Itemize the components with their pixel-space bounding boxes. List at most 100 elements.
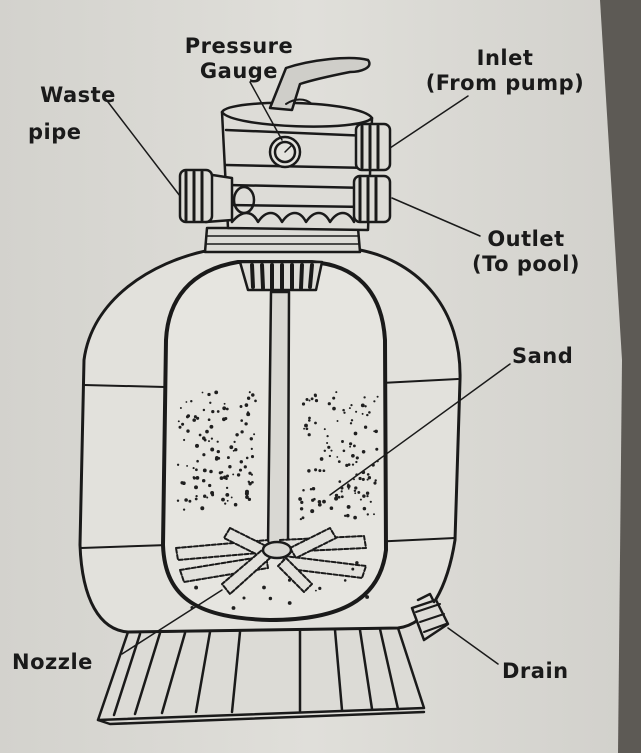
sand-grain [301,402,306,406]
sand-grain [209,424,214,429]
sand-grain [229,445,234,450]
sand-grain [210,447,215,452]
sand-grain [328,454,332,458]
sand-grain [307,433,311,437]
sand-grain [327,445,331,449]
sand-grain [216,410,220,413]
drain-plug [410,592,450,642]
sand-grain [235,433,239,437]
sand-grain [245,456,249,460]
sand-grain [357,490,361,494]
sand-grain [308,399,311,402]
sand-grain [210,437,214,440]
sand-grain [247,497,252,502]
sand-grain [343,514,347,518]
sand-grain [327,402,331,406]
sand-grain [177,420,180,423]
label-inlet-line1: Inlet [476,46,534,70]
sand-grain [361,470,366,475]
sand-grain [346,513,350,518]
sand-grain [194,497,198,501]
sand-grain [332,406,336,411]
sand-grain [305,427,309,431]
sand-grain [301,516,305,520]
sand-grain [335,391,338,394]
sand-grain [336,420,339,422]
sand-grain [228,465,232,469]
sand-grain [366,413,369,417]
sand-grain [185,415,190,419]
sand-grain [350,419,354,422]
sand-grain [194,485,198,490]
label-pressure-gauge-line2: Gauge [199,59,279,83]
sand-grain [360,403,365,408]
sand-grain [358,476,362,481]
sand-grain [239,405,243,408]
label-outlet-line1: Outlet [487,227,565,251]
sand-grain [234,448,238,452]
sand-grain [374,429,378,434]
sand-grain [185,401,188,403]
label-nozzle: Nozzle [12,650,93,674]
sand-grain [198,433,202,437]
label-drain: Drain [502,659,569,683]
sand-grain [373,481,377,485]
sand-grain [365,491,370,495]
sand-grain [353,431,358,436]
sand-grain [188,499,192,503]
sand-grain [313,497,316,501]
sand-grain [346,504,351,509]
inlet-port [354,122,392,172]
sand-grain [219,476,224,480]
sand-grain [322,499,326,504]
filter-base [96,626,426,726]
sand-grain [317,500,322,504]
sand-grain [351,463,355,466]
sand-grain [349,445,352,448]
sand-grain [376,460,379,463]
sand-grain [248,471,252,475]
label-waste-pipe: Waste pipe [26,83,130,145]
sand-grain [181,422,185,426]
sand-grain [318,586,322,591]
sand-grain [359,498,362,501]
sand-grain [299,517,303,521]
sand-grain [176,499,180,502]
sand-grain [362,506,367,511]
label-inlet-line2: (From pump) [425,71,585,95]
sand-grain [355,561,359,565]
sand-grain [302,489,305,492]
sand-grain [337,460,341,463]
sand-grain [355,410,358,413]
sand-grain [375,447,379,451]
sand-grain [250,473,253,476]
sand-grain [236,473,241,477]
sand-grain [248,481,252,486]
sand-grain [373,513,375,516]
sand-grain [310,509,315,514]
sand-grain [311,486,316,491]
sand-grain [249,437,253,441]
label-pressure-gauge-line1: Pressure [184,34,294,58]
sand-grain [343,411,346,414]
sand-grain [318,469,322,473]
sand-grain [336,456,339,458]
sand-grain [209,469,213,474]
sand-grain [334,496,339,501]
sand-grain [366,494,369,498]
sand-grain [242,596,246,600]
tank-neck [203,226,362,254]
sand-grain [233,502,238,507]
sand-grain [246,411,250,414]
sand-grain [254,399,257,403]
sand-grain [352,444,356,448]
sand-grain [211,493,215,497]
sand-grain [201,478,206,483]
sand-grain [222,406,227,411]
sand-grain [314,468,318,472]
sand-grain [205,429,209,434]
sand-grain [243,465,247,469]
sand-grain [209,401,212,404]
sand-grain [341,440,344,443]
sand-grain [207,392,211,397]
